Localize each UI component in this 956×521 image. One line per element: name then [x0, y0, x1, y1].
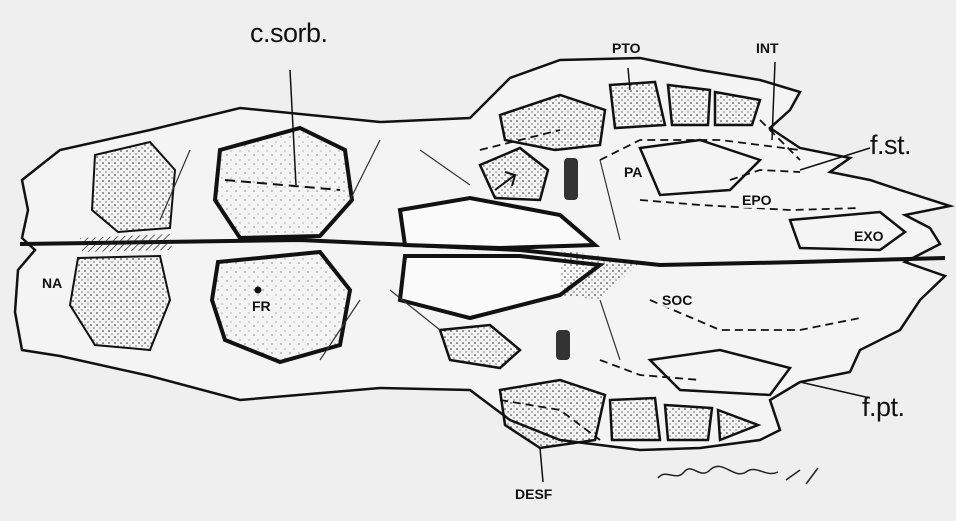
label-f-st: f.st. — [870, 130, 911, 161]
label-soc: SOC — [660, 292, 694, 308]
upper-bar — [564, 158, 578, 200]
label-c-sorb: c.sorb. — [250, 18, 328, 49]
label-pa: PA — [622, 164, 644, 180]
signature — [658, 466, 818, 484]
label-fr: FR — [250, 298, 273, 314]
fr-dot — [255, 287, 262, 294]
label-pto: PTO — [612, 40, 641, 56]
orbit-upper — [215, 128, 352, 238]
label-exo: EXO — [852, 228, 886, 244]
label-na: NA — [40, 275, 64, 291]
label-epo: EPO — [740, 192, 774, 208]
label-desf: DESF — [515, 486, 552, 502]
label-int: INT — [756, 40, 779, 56]
nasal-left — [92, 142, 175, 232]
lower-bar — [556, 330, 570, 360]
label-f-pt: f.pt. — [862, 392, 905, 423]
